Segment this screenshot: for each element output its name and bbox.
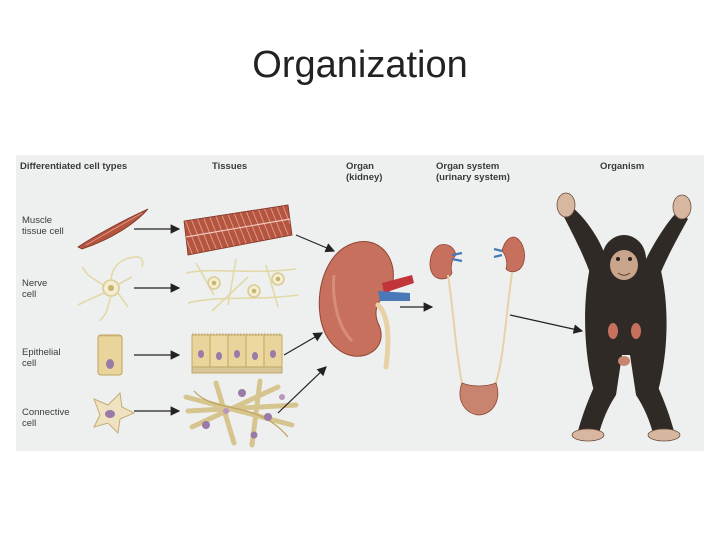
row-line-2: cell	[22, 418, 37, 429]
connective-cell-icon	[93, 391, 136, 435]
muscle-tissue-icon	[183, 204, 293, 256]
header-organ-system: Organ system (urinary system)	[436, 161, 510, 183]
row-line: Connective	[22, 407, 70, 418]
epithelial-cell-icon	[97, 334, 123, 376]
header-cell-types: Differentiated cell types	[20, 161, 127, 172]
header-organism: Organism	[600, 161, 644, 172]
header-tissues: Tissues	[212, 161, 247, 172]
header-line: Organ system	[436, 161, 500, 172]
epithelial-tissue-icon	[191, 333, 283, 374]
row-line-2: cell	[22, 358, 37, 369]
header-line-2: (urinary system)	[436, 172, 510, 183]
header-line: Tissues	[212, 161, 248, 172]
arrow-icon	[509, 314, 584, 334]
muscle-cell-icon	[77, 208, 149, 250]
header-organ: Organ (kidney)	[346, 161, 382, 183]
arrow-icon	[295, 234, 336, 253]
row-line: Muscle	[22, 215, 53, 226]
row-line: Nerve	[22, 278, 48, 289]
header-line: Organism	[600, 161, 645, 172]
arrow-icon	[277, 366, 327, 414]
connective-tissue-icon	[183, 378, 299, 448]
row-label-connective: Connective cell	[22, 407, 92, 429]
header-line: Differentiated cell types	[20, 161, 128, 172]
slide-title: Organization	[252, 44, 468, 86]
row-label-nerve: Nerve cell	[22, 278, 92, 300]
urinary-system-icon	[429, 236, 525, 416]
row-line: Epithelial	[22, 347, 61, 358]
arrow-icon	[283, 332, 324, 356]
illustrations	[77, 192, 692, 448]
nerve-cell-icon	[77, 256, 144, 322]
kidney-icon	[318, 241, 414, 370]
row-label-muscle: Muscle tissue cell	[22, 215, 92, 237]
nerve-tissue-icon	[185, 258, 299, 312]
chimpanzee-icon	[556, 192, 692, 442]
header-line-2: (kidney)	[346, 172, 383, 183]
row-line-2: cell	[22, 289, 37, 300]
row-label-epithelial: Epithelial cell	[22, 347, 92, 369]
row-line-2: tissue cell	[22, 226, 64, 237]
header-line: Organ	[346, 161, 374, 172]
organization-figure: Differentiated cell types Tissues Organ …	[16, 155, 704, 451]
